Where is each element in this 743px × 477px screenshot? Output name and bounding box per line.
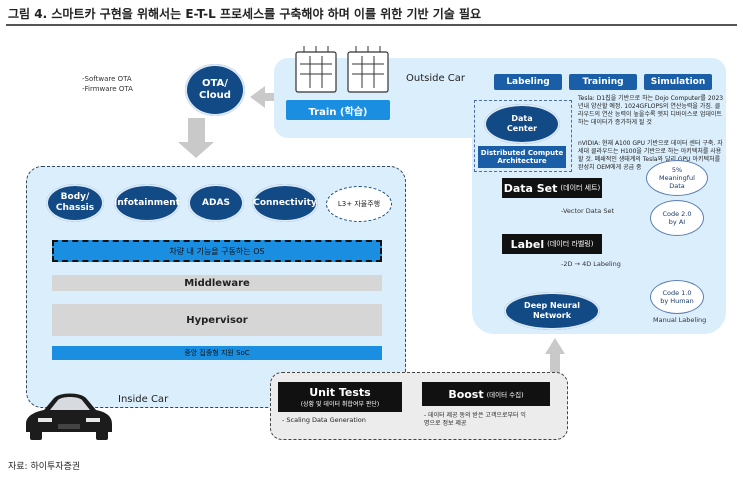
unit-tests-box: Unit Tests (상황 및 데이터 취합여부 판단) xyxy=(278,382,402,412)
unit-tests-sub: (상황 및 데이터 취합여부 판단) xyxy=(300,401,380,408)
label-sub: (데이터 라벨링) xyxy=(547,240,594,248)
boost-note: - 데이터 제공 동의 받은 고객으로부터 익 명으로 정보 제공 xyxy=(424,412,526,427)
unit-tests-main: Unit Tests xyxy=(309,386,371,399)
domain-adas: ADAS xyxy=(188,184,244,222)
meaningful-data-node: 5% Meaningful Data xyxy=(646,160,708,196)
data-center-frame xyxy=(474,100,572,172)
firmware-ota-label: -Firmware OTA xyxy=(82,85,133,93)
tab-training: Training xyxy=(569,74,637,90)
domain-l3-autonomous: L3+ 자율주행 xyxy=(326,186,392,222)
data-center-node: Data Center xyxy=(484,104,560,144)
train-box: Train (학습) xyxy=(286,100,390,120)
inside-car-label: Inside Car xyxy=(118,394,169,405)
boost-main: Boost xyxy=(448,387,484,401)
scaling-note: - Scaling Data Generation xyxy=(282,416,366,424)
outside-car-label: Outside Car xyxy=(406,73,466,84)
middleware-bar: Middleware xyxy=(52,275,382,291)
ota-down-arrow xyxy=(178,118,214,158)
dataset-main: Data Set xyxy=(503,181,558,195)
boost-sub: (데이터 수집) xyxy=(486,391,524,399)
os-bar: 차량 내 기능을 구동하는 OS xyxy=(52,240,382,262)
server-rack-icon xyxy=(295,46,389,93)
dataset-box: Data Set (데이터 세트) xyxy=(502,178,602,198)
ota-cloud-node: OTA/ Cloud xyxy=(185,64,245,116)
source-label: 자료: 하이투자증권 xyxy=(8,462,81,472)
soc-bar: 중앙 집중형 지원 SoC xyxy=(52,346,382,360)
tab-labeling: Labeling xyxy=(494,74,562,90)
vector-data-set-label: -Vector Data Set xyxy=(561,207,615,215)
label-box: Label (데이터 라벨링) xyxy=(502,234,602,254)
boost-box: Boost (데이터 수집) xyxy=(422,382,550,406)
software-ota-label: -Software OTA xyxy=(82,75,132,83)
nvidia-note: nVIDIA: 현재 A100 GPU 기반으로 데이터 센터 구축. 자세대 … xyxy=(578,140,723,171)
title-rule xyxy=(6,24,737,26)
code10-node: Code 1.0 by Human xyxy=(650,280,704,314)
dnn-node: Deep Neural Network xyxy=(504,292,600,330)
domain-infotainment: Infotainment xyxy=(114,184,180,222)
tesla-note: Tesla: D1칩을 기반으로 하는 Dojo Computer를 2023년… xyxy=(578,95,724,126)
ota-labels: -Software OTA -Firmware OTA xyxy=(82,74,133,94)
code20-node: Code 2.0 by AI xyxy=(650,200,704,236)
tab-simulation: Simulation xyxy=(644,74,712,90)
figure-title: 그림 4. 스마트카 구현을 위해서는 E-T-L 프로세스를 구축해야 하며 … xyxy=(8,7,482,21)
label-main: Label xyxy=(510,237,545,251)
domain-body-chassis: Body/ Chassis xyxy=(46,184,104,222)
manual-labeling-label: Manual Labeling xyxy=(653,316,707,324)
hypervisor-bar: Hypervisor xyxy=(52,304,382,336)
distributed-compute-box: Distributed Compute Architecture xyxy=(478,146,566,168)
labeling-2d4d-label: -2D → 4D Labeling xyxy=(561,260,621,268)
car-icon xyxy=(26,393,112,440)
domain-connectivity: Connectivity xyxy=(252,184,318,222)
train-to-ota-arrow xyxy=(250,86,285,108)
boost-to-dnn-arrow xyxy=(545,338,565,354)
dataset-sub: (데이터 세트) xyxy=(560,184,601,192)
